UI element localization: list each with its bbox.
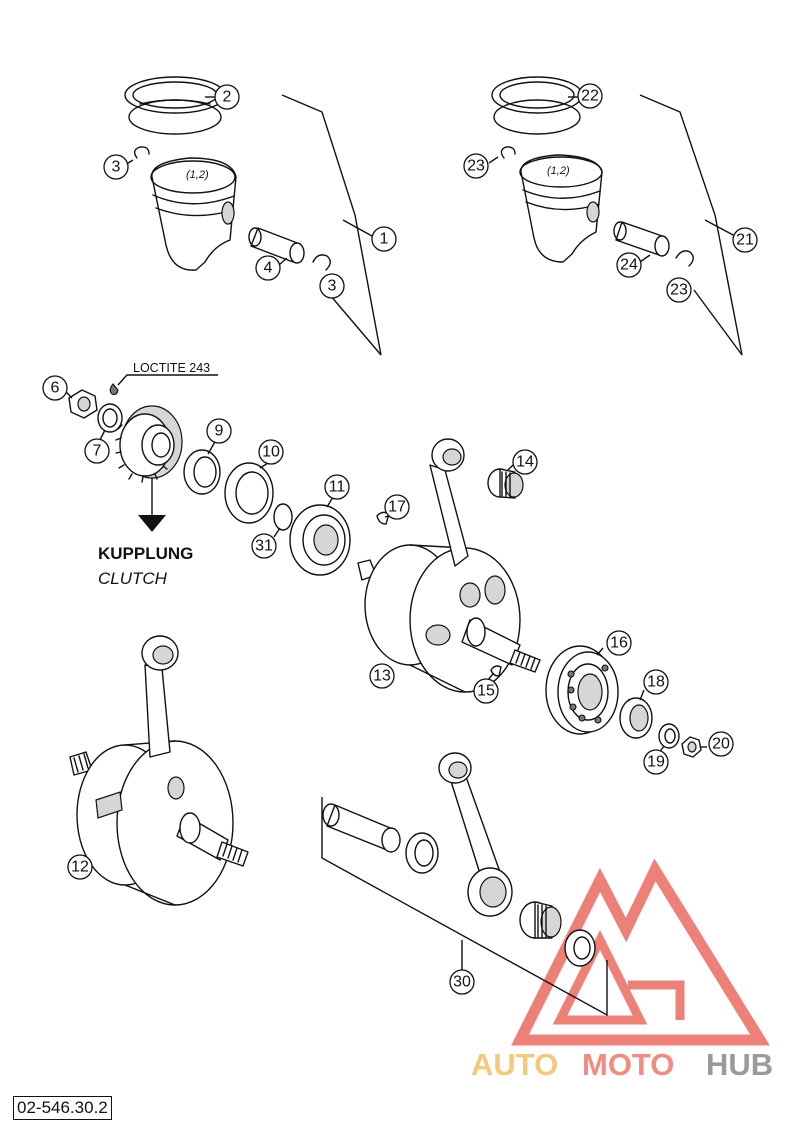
clutch-arrow [138,515,166,532]
svg-text:20: 20 [712,736,730,753]
piston-group-left: (1,2) [124,76,382,356]
svg-text:23: 23 [670,282,688,299]
kupplung-label: KUPPLUNG [98,544,193,563]
crankshaft-12 [69,635,249,906]
callout-23-right: 23 [666,277,692,303]
oil-seal-9 [183,449,221,495]
svg-text:1: 1 [380,231,389,248]
callout-20: 20 [708,731,734,757]
svg-text:7: 7 [93,443,102,460]
piston-marking-left: (1,2) [186,169,209,181]
callout-22: 22 [577,83,603,109]
svg-text:13: 13 [373,668,391,685]
callout-24: 24 [616,252,642,278]
loctite-drop [109,383,119,396]
document-number: 02-546.30.2 [13,1096,112,1120]
callout-10: 10 [258,439,284,465]
svg-text:17: 17 [388,499,406,516]
woodruff-key-15 [490,665,502,677]
callout-9: 9 [206,418,232,444]
svg-text:18: 18 [647,674,665,691]
svg-text:16: 16 [610,635,628,652]
piston-group-right: (1,2) [491,76,743,356]
callout-17: 17 [384,494,410,520]
callout-31: 31 [251,533,277,559]
callout-2: 2 [214,84,240,110]
piston-marking-right: (1,2) [547,165,570,177]
callout-19: 19 [643,749,669,775]
svg-text:3: 3 [328,278,337,295]
watermark-auto: AUTO [471,1047,558,1082]
callout-16: 16 [606,630,632,656]
clutch-label: CLUTCH [98,569,168,588]
callout-15: 15 [473,678,499,704]
callout-3-left: 3 [103,154,129,180]
watermark-text: AUTO MOTO HUB [471,1047,773,1082]
drive-gear [115,405,183,483]
svg-text:11: 11 [329,479,346,496]
svg-text:2: 2 [223,89,232,106]
piston-left [151,157,237,271]
svg-text:30: 30 [453,974,471,991]
svg-text:3: 3 [112,159,121,176]
callout-11: 11 [324,474,350,500]
callout-14: 14 [512,449,538,475]
piston-right [520,154,603,263]
svg-text:9: 9 [215,423,224,440]
svg-text:22: 22 [581,88,599,105]
right-side-bearings [545,645,702,758]
connecting-rod-12 [144,664,171,758]
connecting-rod-kit-30 [321,752,608,1017]
svg-text:14: 14 [516,454,534,471]
callout-18: 18 [643,669,669,695]
watermark-logo [511,858,770,1046]
crankshaft-13 [357,438,541,693]
svg-text:10: 10 [262,444,280,461]
loctite-label: LOCTITE 243 [133,361,210,375]
ring-10 [224,462,274,524]
gear-assembly: LOCTITE 243 KUPPLUNG CLUTCH [68,361,218,588]
callout-1: 1 [371,226,397,252]
piston-ring-bottom [128,99,222,135]
svg-text:12: 12 [71,859,89,876]
callout-23-left: 23 [463,153,489,179]
svg-text:4: 4 [264,260,273,277]
connecting-rod-30 [449,773,501,881]
callout-21: 21 [732,227,758,253]
callout-12: 12 [67,854,93,880]
svg-text:23: 23 [467,158,485,175]
woodruff-key-17 [376,511,390,525]
callout-3-right: 3 [319,273,345,299]
washer-19 [658,723,680,749]
callout-4: 4 [255,255,281,281]
svg-text:19: 19 [647,754,665,771]
callouts: 1 2 3 3 4 6 7 9 10 11 12 13 14 15 16 17 … [42,83,758,995]
watermark-moto: MOTO [582,1047,674,1082]
washer-7 [97,403,123,433]
svg-text:6: 6 [51,380,60,397]
callout-6: 6 [42,375,68,401]
svg-text:24: 24 [620,257,638,274]
watermark-hub: HUB [706,1047,773,1082]
left-side-seals [183,449,390,576]
circlip-left [133,146,150,159]
svg-text:31: 31 [255,538,273,555]
callout-30: 30 [449,969,475,995]
svg-text:21: 21 [736,232,754,249]
callout-7: 7 [84,438,110,464]
callout-13: 13 [369,663,395,689]
svg-text:15: 15 [477,683,495,700]
needle-bearing-14 [487,468,524,499]
o-ring-31 [273,503,293,531]
